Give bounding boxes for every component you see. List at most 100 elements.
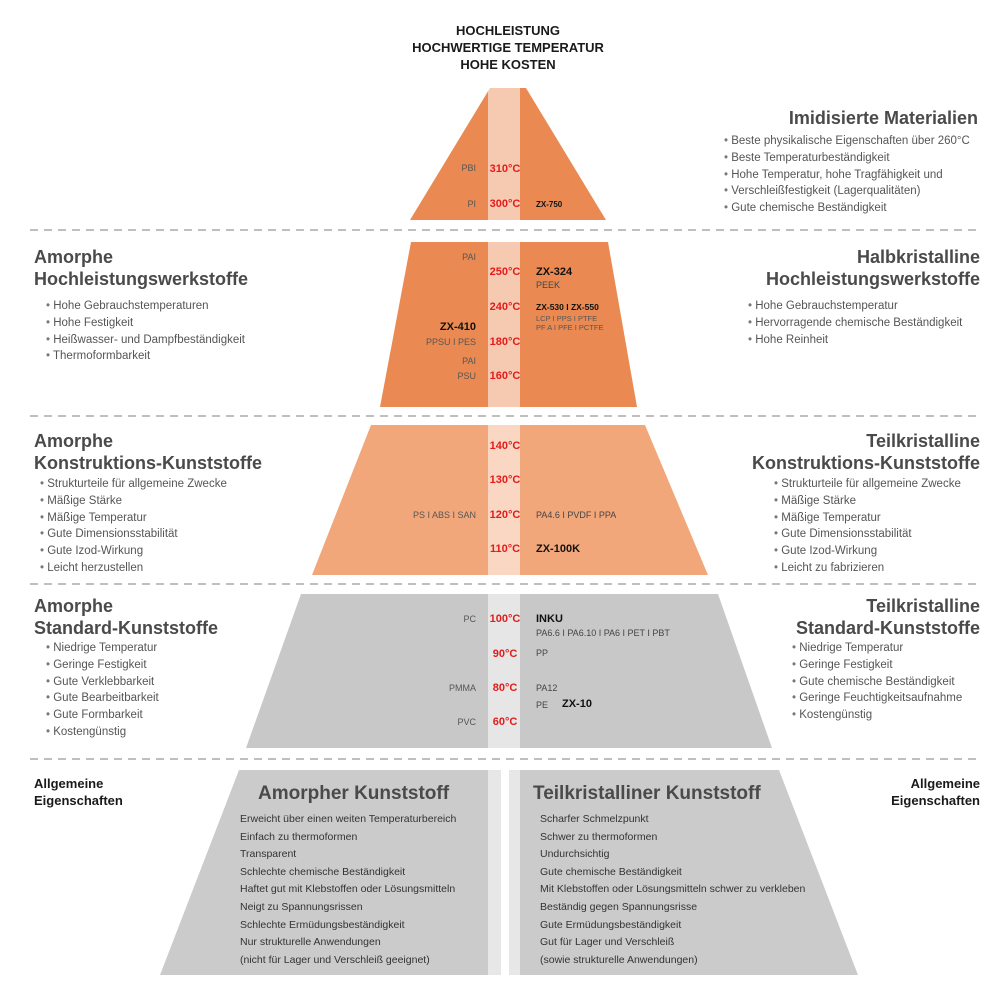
material-pmma: PMMA: [449, 683, 476, 693]
semicrystalline-plastic-title: Teilkristalliner Kunststoff: [533, 783, 761, 804]
general-left-line1: Allgemeine: [34, 776, 104, 791]
material-ppsu-pes: PPSU I PES: [425, 337, 476, 347]
semicrystalline-plastic-item: Gute Ermüdungsbeständigkeit: [540, 918, 682, 931]
semicrystalline-plastic-item: Undurchsichtig: [540, 848, 610, 861]
amorphous-high-list: Hohe Gebrauchstemperaturen Hohe Festigke…: [46, 298, 245, 365]
amorphous-high-item: Heißwasser- und Dampfbeständigkeit: [46, 332, 245, 349]
material-lcp-pps-ptfe: LCP I PPS I PTFE: [536, 314, 598, 323]
semi-std-title-line1: Teilkristalline: [866, 596, 980, 616]
material-pfa-pfe-pctfe: PF A I PFE I PCTFE: [536, 323, 604, 332]
amorphous-plastic-item: Erweicht über einen weiten Temperaturber…: [240, 813, 457, 825]
amorphous-plastic-item: Nur strukturelle Anwendungen: [240, 936, 381, 949]
semi-std-title-line2: Standard-Kunststoffe: [796, 618, 980, 638]
material-zx-324: ZX-324: [536, 266, 573, 278]
semicrystalline-plastic-item: (sowie strukturelle Anwendungen): [540, 953, 698, 966]
semicrystalline-plastic-item: Mit Klebstoffen oder Lösungsmitteln schw…: [540, 883, 806, 896]
general-left-line2: Eigenschaften: [34, 793, 123, 808]
temperature-label: 160°C: [489, 370, 521, 382]
imidized-list: Beste physikalische Eigenschaften über 2…: [724, 133, 970, 217]
material-pa46-pvdf-ppa: PA4.6 I PVDF I PPA: [536, 510, 617, 520]
amorphous-eng-item: Mäßige Temperatur: [40, 510, 227, 527]
material-pai-low: PAI: [462, 356, 476, 366]
amorphous-plastic-list: Erweicht über einen weiten Temperaturber…: [240, 811, 456, 969]
temperature-label: 60°C: [492, 716, 518, 728]
amorphous-eng-item: Mäßige Stärke: [40, 493, 227, 510]
amorphous-eng-item: Gute Izod-Wirkung: [40, 543, 227, 560]
imidized-item: Verschleißfestigkeit (Lagerqualitäten): [724, 183, 970, 200]
material-pbi: PBI: [461, 163, 476, 173]
temperature-label: 240°C: [489, 301, 521, 313]
material-psu: PSU: [457, 371, 476, 381]
semi-eng-item: Gute Dimensionsstabilität: [774, 526, 961, 543]
semi-high-item: Hohe Reinheit: [748, 332, 962, 349]
semi-eng-title-line2: Konstruktions-Kunststoffe: [752, 453, 980, 473]
imidized-title: Imidisierte Materialien: [788, 108, 978, 128]
temperature-label: 110°C: [489, 543, 521, 555]
material-pc: PC: [463, 614, 476, 624]
material-pi: PI: [467, 199, 476, 209]
amorphous-eng-item: Strukturteile für allgemeine Zwecke: [40, 476, 227, 493]
temperature-label: 90°C: [492, 648, 518, 660]
general-right-line1: Allgemeine: [910, 776, 980, 791]
semicrystalline-plastic-list: Scharfer Schmelzpunkt Schwer zu thermofo…: [540, 811, 805, 969]
amorphous-std-item: Kostengünstig: [46, 724, 159, 741]
amorphous-std-item: Niedrige Temperatur: [46, 640, 159, 657]
amorphous-high-title-line1: Amorphe: [34, 247, 114, 267]
amorphous-plastic-item: Einfach zu thermoformen: [240, 830, 358, 843]
amorphous-std-item: Gute Bearbeitbarkeit: [46, 690, 158, 707]
amorphous-high-item: Hohe Festigkeit: [46, 315, 245, 332]
material-ps-abs-san: PS I ABS I SAN: [412, 510, 476, 520]
semi-eng-list: Strukturteile für allgemeine Zwecke Mäßi…: [774, 476, 961, 577]
amorphous-std-item: Geringe Festigkeit: [46, 657, 159, 674]
amorphous-plastic-item: Transparent: [240, 848, 297, 861]
amorphous-eng-title-line2: Konstruktions-Kunststoffe: [34, 453, 262, 473]
temperature-label: 100°C: [489, 613, 521, 625]
semicrystalline-plastic-item: Gut für Lager und Verschleiß: [540, 936, 675, 949]
material-zx-10: ZX-10: [562, 698, 592, 710]
semi-eng-item: Leicht zu fabrizieren: [774, 560, 961, 577]
material-inku: INKU: [536, 613, 563, 625]
semi-eng-item: Strukturteile für allgemeine Zwecke: [774, 476, 961, 493]
temperature-label: 300°C: [489, 198, 521, 210]
temperature-label: 310°C: [489, 163, 521, 175]
top-title-cost: HOHE KOSTEN: [460, 57, 556, 72]
semicrystalline-plastic-item: Gute chemische Beständigkeit: [540, 865, 682, 878]
amorphous-std-list: Niedrige Temperatur Geringe Festigkeit G…: [46, 640, 159, 741]
imidized-item: Beste physikalische Eigenschaften über 2…: [724, 133, 970, 150]
semi-std-item: Geringe Festigkeit: [792, 657, 962, 674]
top-title-temperature: HOCHWERTIGE TEMPERATUR: [412, 40, 604, 55]
material-zx-410: ZX-410: [439, 321, 476, 333]
amorphous-eng-title-line1: Amorphe: [34, 431, 114, 451]
semi-std-item: Kostengünstig: [792, 707, 962, 724]
general-right-line2: Eigenschaften: [891, 793, 980, 808]
semi-std-item: Geringe Feuchtigkeitsaufnahme: [792, 690, 962, 707]
semi-eng-item: Gute Izod-Wirkung: [774, 543, 961, 560]
temperature-label: 250°C: [489, 266, 521, 278]
material-pa12: PA12: [536, 683, 558, 693]
amorphous-std-title-line2: Standard-Kunststoffe: [34, 618, 218, 638]
amorphous-plastic-item: Schlechte Ermüdungsbeständigkeit: [240, 918, 405, 931]
material-pp: PP: [536, 648, 549, 658]
material-pvc: PVC: [457, 717, 476, 727]
imidized-item: Hohe Temperatur, hohe Tragfähigkeit und: [724, 167, 970, 184]
semi-high-list: Hohe Gebrauchstemperatur Hervorragende c…: [748, 298, 962, 348]
semi-eng-item: Mäßige Stärke: [774, 493, 961, 510]
material-zx-100k: ZX-100K: [536, 543, 581, 555]
amorphous-high-title-line2: Hochleistungswerkstoffe: [34, 269, 249, 289]
amorphous-eng-list: Strukturteile für allgemeine Zwecke Mäßi…: [40, 476, 227, 577]
top-title-performance: HOCHLEISTUNG: [456, 23, 560, 38]
material-pai: PAI: [462, 252, 476, 262]
semi-eng-title-line1: Teilkristalline: [866, 431, 980, 451]
amorphous-plastic-title: Amorpher Kunststoff: [258, 783, 450, 804]
material-pe: PE: [536, 700, 549, 710]
amorphous-std-item: Gute Formbarkeit: [46, 707, 159, 724]
amorphous-high-item: Hohe Gebrauchstemperaturen: [46, 298, 245, 315]
center-temperature-strip: [488, 88, 520, 975]
semicrystalline-plastic-item: Scharfer Schmelzpunkt: [540, 813, 649, 825]
temperature-label: 180°C: [489, 336, 521, 348]
amorphous-plastic-item: Haftet gut mit Klebstoffen oder Lösungsm…: [240, 883, 456, 896]
material-zx-530-550: ZX-530 I ZX-550: [536, 302, 599, 312]
temperature-label: 130°C: [489, 474, 521, 486]
tier-general-semicrystalline: [509, 770, 858, 975]
